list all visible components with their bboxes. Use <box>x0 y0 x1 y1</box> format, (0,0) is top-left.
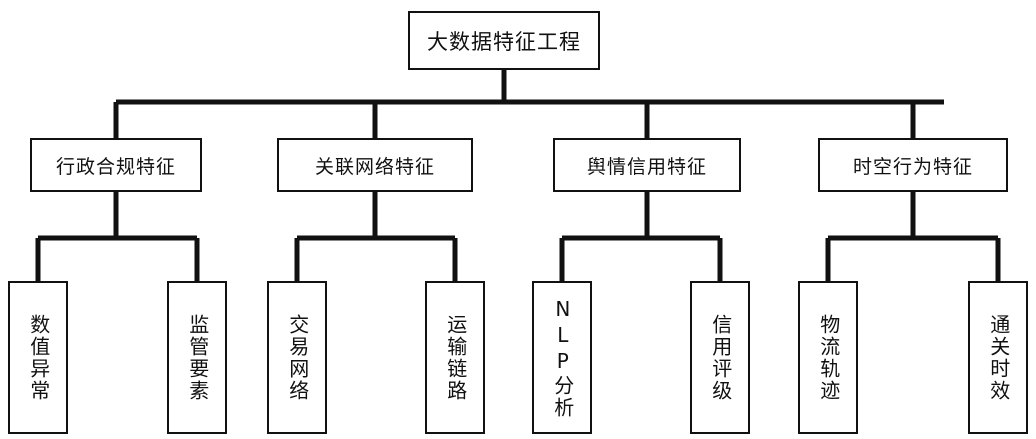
node-level2-relational-network[interactable]: 关联网络特征 <box>277 138 473 192</box>
node-leaf-nlp-analysis[interactable]: NLP分析 <box>532 281 592 434</box>
node-leaf-label: 数值异常 <box>26 313 51 402</box>
node-leaf-regulatory-elements[interactable]: 监管要素 <box>167 281 227 434</box>
node-level2-label: 时空行为特征 <box>852 155 973 178</box>
node-leaf-label: NLP分析 <box>550 296 575 419</box>
node-level2-label: 行政合规特征 <box>55 155 176 178</box>
node-leaf-transport-link[interactable]: 运输链路 <box>425 281 485 434</box>
node-leaf-numeric-anomaly[interactable]: 数值异常 <box>8 281 68 434</box>
node-level2-label: 关联网络特征 <box>314 155 435 178</box>
node-leaf-transaction-network[interactable]: 交易网络 <box>267 281 327 434</box>
node-level2-label: 舆情信用特征 <box>586 155 707 178</box>
node-leaf-credit-rating[interactable]: 信用评级 <box>690 281 750 434</box>
node-leaf-label: 信用评级 <box>708 313 733 402</box>
node-leaf-customs-clearance-efficiency[interactable]: 通关时效 <box>968 281 1028 434</box>
node-leaf-label: 监管要素 <box>185 313 210 402</box>
node-root-label: 大数据特征工程 <box>427 29 581 54</box>
node-level2-spatiotemporal-behavior[interactable]: 时空行为特征 <box>818 138 1008 192</box>
node-leaf-label: 物流轨迹 <box>816 313 841 402</box>
node-level2-public-opinion-credit[interactable]: 舆情信用特征 <box>553 138 741 192</box>
node-leaf-label: 交易网络 <box>285 313 310 402</box>
node-leaf-logistics-trajectory[interactable]: 物流轨迹 <box>798 281 858 434</box>
node-leaf-label: 运输链路 <box>443 313 468 402</box>
node-root[interactable]: 大数据特征工程 <box>408 11 600 70</box>
node-level2-administrative-compliance[interactable]: 行政合规特征 <box>30 138 202 192</box>
node-leaf-label: 通关时效 <box>986 313 1011 402</box>
